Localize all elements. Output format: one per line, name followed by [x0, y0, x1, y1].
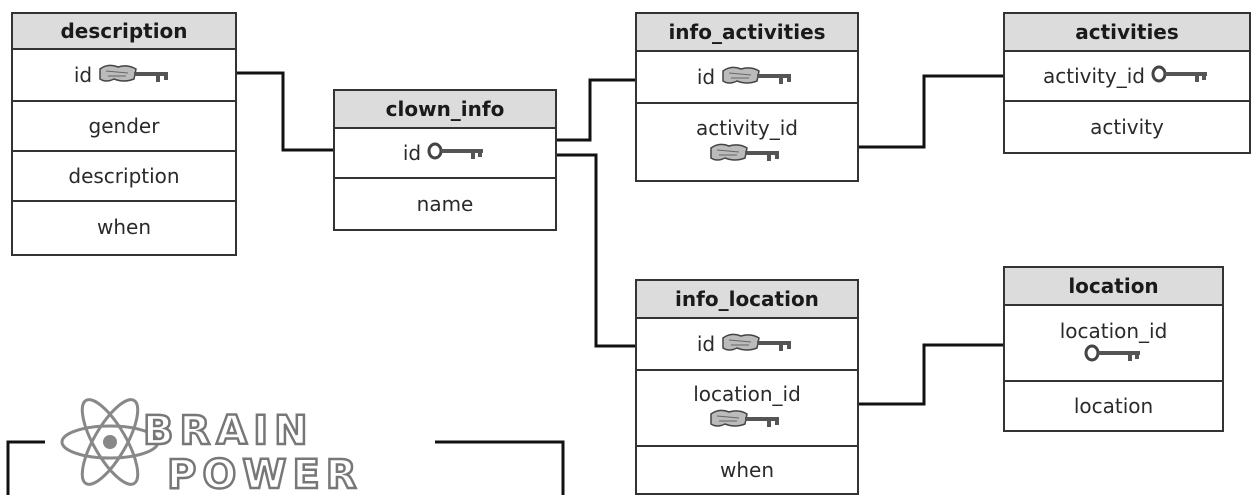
table-activities: activities activity_id activity	[1003, 12, 1251, 154]
field-row: location	[1005, 382, 1222, 430]
map-key-icon	[721, 63, 797, 92]
field-label: activity_id	[1043, 64, 1145, 88]
field-row: name	[335, 179, 555, 229]
field-row: location_id	[1005, 306, 1222, 382]
field-row: when	[637, 447, 857, 493]
table-description: description id gender description when	[11, 12, 237, 256]
table-clown-info: clown_info id name	[333, 89, 557, 231]
field-label: id	[402, 141, 422, 165]
field-row: activity_id	[637, 104, 857, 180]
field-label: activity_id	[696, 115, 798, 140]
brain-power-logo: BRAIN POWER	[55, 390, 435, 498]
map-key-icon	[709, 140, 785, 169]
field-row: when	[13, 202, 235, 252]
field-row: id	[637, 52, 857, 104]
table-title: location	[1005, 268, 1222, 306]
field-label: when	[719, 458, 774, 482]
field-label: location_id	[693, 381, 801, 406]
field-row: location_id	[637, 371, 857, 447]
field-label: location	[1073, 394, 1154, 418]
table-title: info_activities	[637, 14, 857, 52]
table-info-location: info_location id location_id when	[635, 279, 859, 495]
brain-power-line1: BRAIN	[142, 407, 314, 456]
table-title: description	[13, 14, 235, 50]
map-key-icon	[721, 330, 797, 359]
field-row: id	[335, 129, 555, 179]
brain-power-frame-right	[435, 440, 565, 495]
field-label: name	[416, 192, 474, 216]
field-label: when	[96, 215, 151, 239]
table-location: location location_id location	[1003, 266, 1224, 432]
simple-key-icon	[1151, 64, 1211, 89]
map-key-icon	[709, 406, 785, 435]
field-row: gender	[13, 102, 235, 152]
table-info-activities: info_activities id activity_id	[635, 12, 859, 182]
table-title: clown_info	[335, 91, 555, 129]
field-row: id	[637, 319, 857, 371]
field-label: gender	[88, 114, 160, 138]
simple-key-icon	[1084, 343, 1144, 368]
simple-key-icon	[427, 141, 487, 166]
field-row: activity	[1005, 102, 1249, 152]
table-title: info_location	[637, 281, 857, 319]
field-row: activity_id	[1005, 52, 1249, 102]
field-label: id	[73, 63, 93, 87]
atom-icon	[60, 398, 160, 486]
field-label: activity	[1090, 115, 1164, 139]
brain-power-frame	[6, 440, 45, 495]
field-label: location_id	[1059, 318, 1168, 343]
table-title: activities	[1005, 14, 1249, 52]
field-label: description	[68, 164, 180, 188]
field-row: description	[13, 152, 235, 202]
map-key-icon	[98, 61, 174, 90]
field-row: id	[13, 50, 235, 102]
brain-power-line2: POWER	[166, 451, 363, 498]
field-label: id	[696, 65, 716, 89]
field-label: id	[696, 332, 716, 356]
